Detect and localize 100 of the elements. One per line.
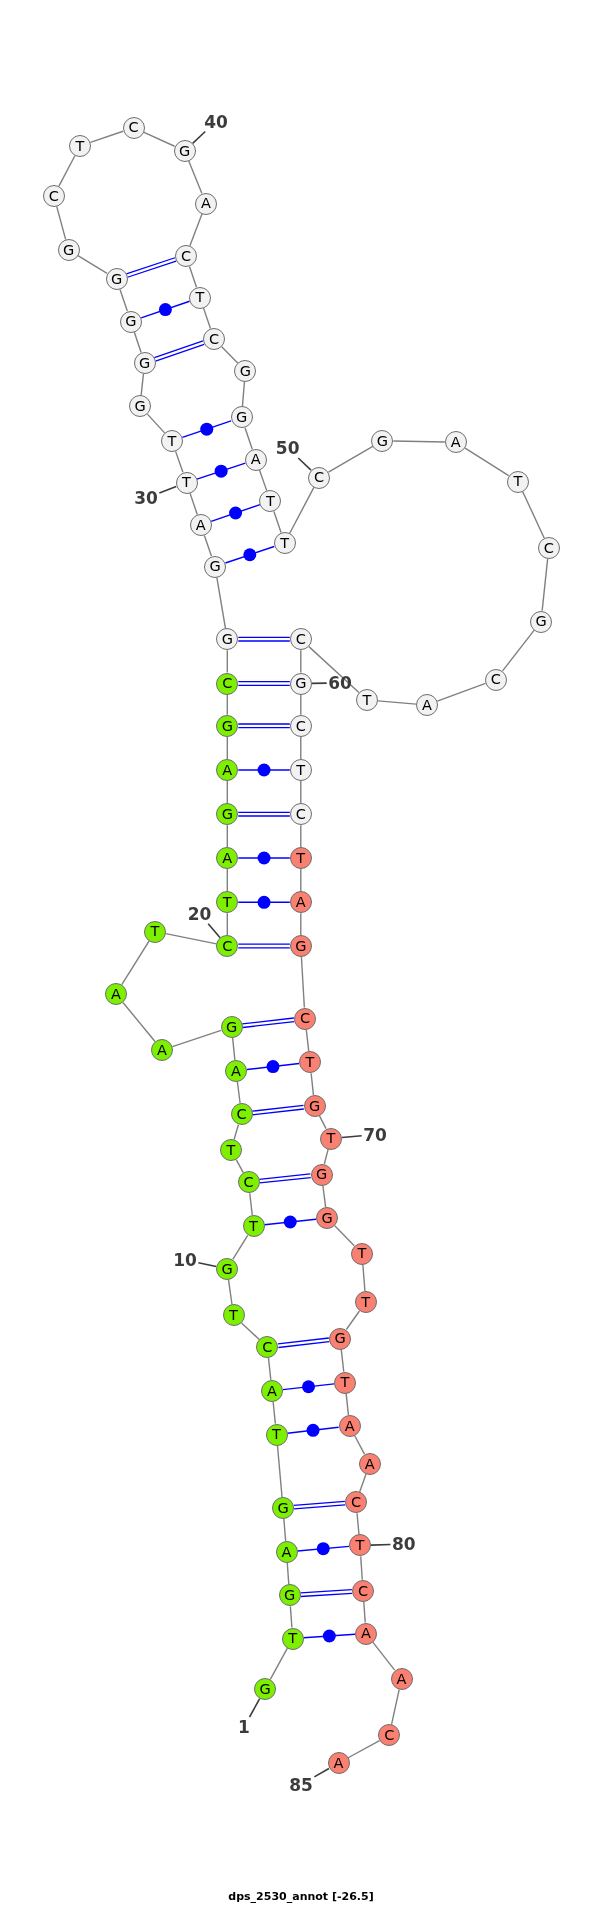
base-pair-line — [237, 769, 291, 771]
backbone-line — [273, 510, 282, 534]
backbone-line — [377, 700, 417, 705]
backbone-line — [464, 447, 510, 477]
position-number: 80 — [391, 1535, 416, 1553]
nucleotide: C — [203, 328, 225, 350]
nucleotide: A — [444, 431, 467, 454]
backbone-line — [308, 645, 360, 694]
base-pair-line — [251, 1104, 305, 1116]
nucleotide: C — [289, 803, 312, 826]
backbone-line — [165, 932, 218, 945]
nucleotide: G — [173, 139, 196, 162]
base-pair-line — [237, 901, 291, 903]
backbone-line — [541, 558, 549, 612]
nucleotide: T — [281, 1627, 304, 1650]
base-pair-line — [293, 1500, 346, 1510]
base-pair-line — [237, 811, 291, 817]
nucleotide: G — [289, 672, 312, 695]
backbone-line — [258, 469, 268, 492]
backbone-line — [356, 1512, 360, 1536]
base-pair-line — [258, 1173, 312, 1184]
backbone-line — [501, 629, 535, 672]
nucleotide: T — [299, 1051, 321, 1074]
backbone-line — [327, 445, 374, 473]
nucleotide: G — [303, 1095, 326, 1117]
position-number: 70 — [363, 1126, 387, 1144]
backbone-line — [189, 492, 198, 516]
nucleotide: A — [338, 1415, 361, 1437]
nucleotide: G — [119, 310, 142, 333]
backbone-line — [358, 1473, 367, 1493]
backbone-line — [240, 1322, 260, 1341]
backbone-line — [283, 1518, 287, 1542]
backbone-line — [300, 868, 302, 892]
nucleotide: C — [294, 1007, 316, 1030]
backbone-line — [300, 912, 302, 936]
leader-line — [207, 923, 221, 939]
base-pair-line — [224, 545, 275, 564]
nucleotide: C — [345, 1491, 367, 1514]
backbone-line — [318, 1115, 327, 1130]
backbone-line — [226, 736, 228, 760]
nucleotide: C — [216, 672, 239, 695]
nucleotide: C — [237, 1171, 260, 1194]
leader-line — [191, 130, 207, 145]
base-pair-line — [286, 1426, 340, 1434]
leader-line — [158, 485, 177, 494]
backbone-line — [392, 440, 446, 443]
leader-line — [311, 682, 328, 685]
backbone-line — [354, 1435, 366, 1455]
nucleotide: C — [308, 466, 330, 489]
base-pair-line — [296, 1545, 350, 1552]
backbone-line — [390, 1688, 400, 1726]
nucleotide: T — [351, 1242, 373, 1265]
nucleotide: T — [265, 1423, 288, 1446]
backbone-line — [236, 1081, 241, 1104]
backbone-line — [226, 649, 228, 674]
backbone-line — [334, 1225, 355, 1247]
backbone-line — [231, 1037, 236, 1061]
base-pair-line — [237, 857, 291, 859]
backbone-line — [360, 1555, 363, 1581]
backbone-line — [216, 576, 227, 630]
backbone-line — [121, 940, 150, 986]
nucleotide: A — [390, 1667, 413, 1690]
nucleotide: T — [320, 1127, 342, 1150]
backbone-line — [188, 265, 198, 288]
nucleotide: C — [216, 935, 239, 957]
backbone-line — [142, 131, 176, 147]
backbone-line — [58, 155, 76, 187]
nucleotide: T — [354, 1291, 377, 1313]
nucleotide: A — [416, 694, 438, 716]
backbone-line — [226, 824, 228, 848]
leader-line — [341, 1135, 363, 1139]
nucleotide: T — [175, 471, 198, 494]
backbone-line — [241, 381, 246, 408]
backbone-line — [221, 346, 239, 364]
backbone-line — [227, 1279, 233, 1306]
nucleotide: T — [289, 847, 312, 869]
position-number: 1 — [238, 1718, 250, 1736]
backbone-line — [226, 693, 228, 716]
backbone-line — [56, 205, 67, 241]
backbone-line — [521, 490, 545, 539]
backbone-line — [345, 1310, 361, 1331]
base-pair-line — [246, 1062, 300, 1071]
backbone-line — [345, 1392, 350, 1416]
backbone-line — [322, 1184, 327, 1208]
position-number: 40 — [204, 113, 228, 130]
nucleotide: G — [216, 1257, 238, 1280]
leader-line — [248, 1697, 261, 1718]
nucleotide: A — [261, 1379, 283, 1402]
backbone-line — [202, 307, 212, 330]
nucleotide: G — [278, 1584, 301, 1607]
position-number: 10 — [173, 1251, 197, 1269]
leader-line — [370, 1543, 392, 1546]
backbone-line — [171, 1029, 222, 1048]
nucleotide: A — [105, 983, 127, 1005]
backbone-line — [119, 288, 128, 312]
backbone-line — [300, 780, 302, 804]
nucleotide: G — [129, 395, 151, 417]
nucleotide: T — [189, 286, 211, 309]
nucleotide: C — [175, 245, 197, 267]
backbone-line — [300, 824, 302, 848]
